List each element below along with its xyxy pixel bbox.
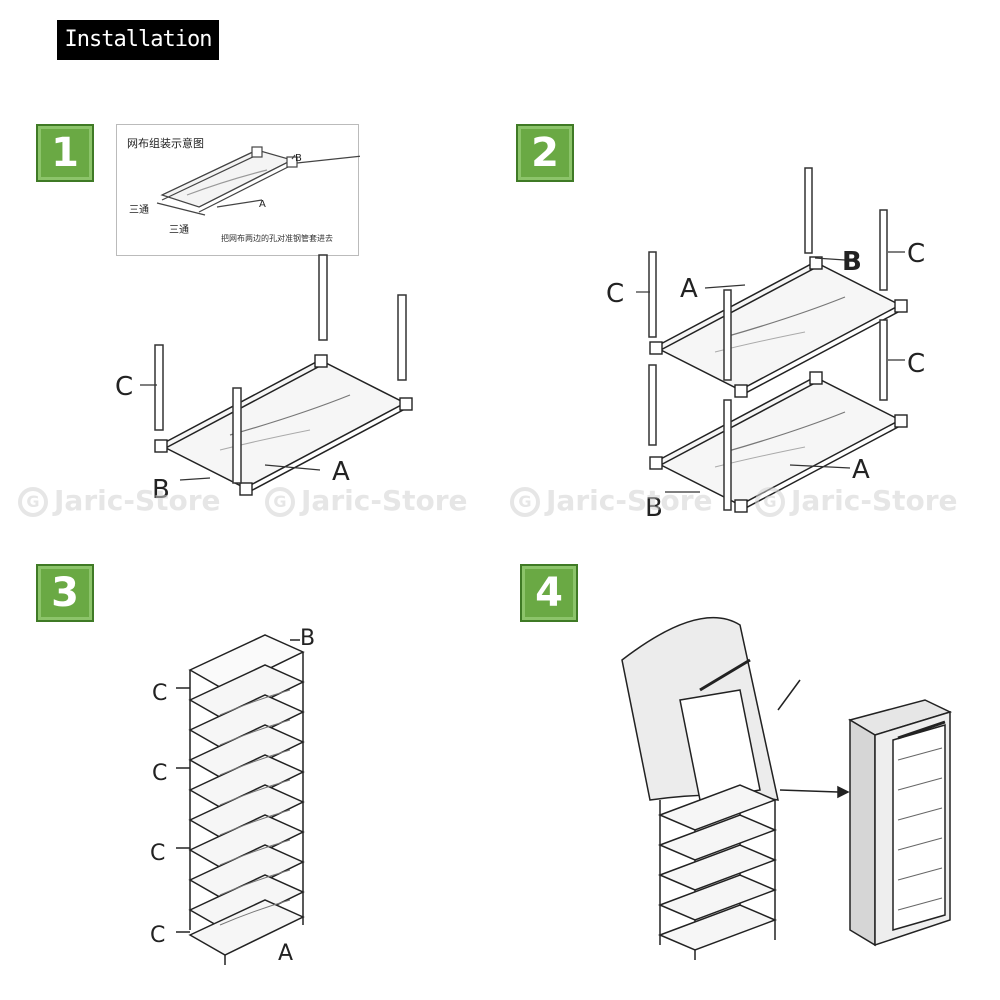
step3-label-c3: C	[150, 841, 165, 866]
step-badge-4: 4	[520, 564, 578, 622]
inset-caption: 把网布两边的孔对准钢管套进去	[221, 234, 333, 243]
step3-tower	[176, 634, 305, 965]
inset-title: 网布组装示意图	[127, 137, 204, 150]
step2-frame	[636, 167, 908, 513]
inset-label-b: B	[295, 153, 302, 164]
step2-label-b-top: B	[842, 247, 862, 277]
mesh-assembly-inset: 网布组装示意图 B A 三通 三通 把网布两边的孔对准钢管套进去	[116, 124, 360, 256]
inset-label-a: A	[259, 199, 266, 210]
step2-label-c-right-top: C	[907, 239, 925, 269]
step3-label-b: B	[300, 626, 315, 651]
step3-label-a: A	[278, 941, 293, 966]
step1-label-c: C	[115, 372, 133, 402]
step3-label-c1: C	[152, 681, 167, 706]
step-badge-3: 3	[36, 564, 94, 622]
page-title: Installation steps	[57, 20, 219, 92]
watermark-logo-icon: G	[265, 487, 295, 517]
step2-label-c-right-mid: C	[907, 349, 925, 379]
step2-label-a-left: A	[680, 274, 698, 304]
step4-cover-install	[621, 617, 850, 960]
step4-finished-cabinet	[848, 699, 953, 947]
inset-diagram	[156, 146, 360, 216]
step3-label-c2: C	[152, 761, 167, 786]
step2-label-a-bottom: A	[852, 455, 870, 485]
step-badge-1: 1	[36, 124, 94, 182]
step1-label-b: B	[152, 475, 170, 505]
inset-label-tee-2: 三通	[169, 225, 189, 236]
step3-label-c4: C	[150, 923, 165, 948]
step-badge-2: 2	[516, 124, 574, 182]
watermark-logo-icon: G	[510, 487, 540, 517]
step2-label-c-left: C	[606, 279, 624, 309]
step1-frame	[140, 254, 413, 496]
inset-label-tee-1: 三通	[129, 205, 149, 216]
step1-label-a: A	[332, 457, 350, 487]
watermark-logo-icon: G	[755, 487, 785, 517]
watermark-logo-icon: G	[18, 487, 48, 517]
step2-label-b-bottom: B	[645, 493, 663, 523]
